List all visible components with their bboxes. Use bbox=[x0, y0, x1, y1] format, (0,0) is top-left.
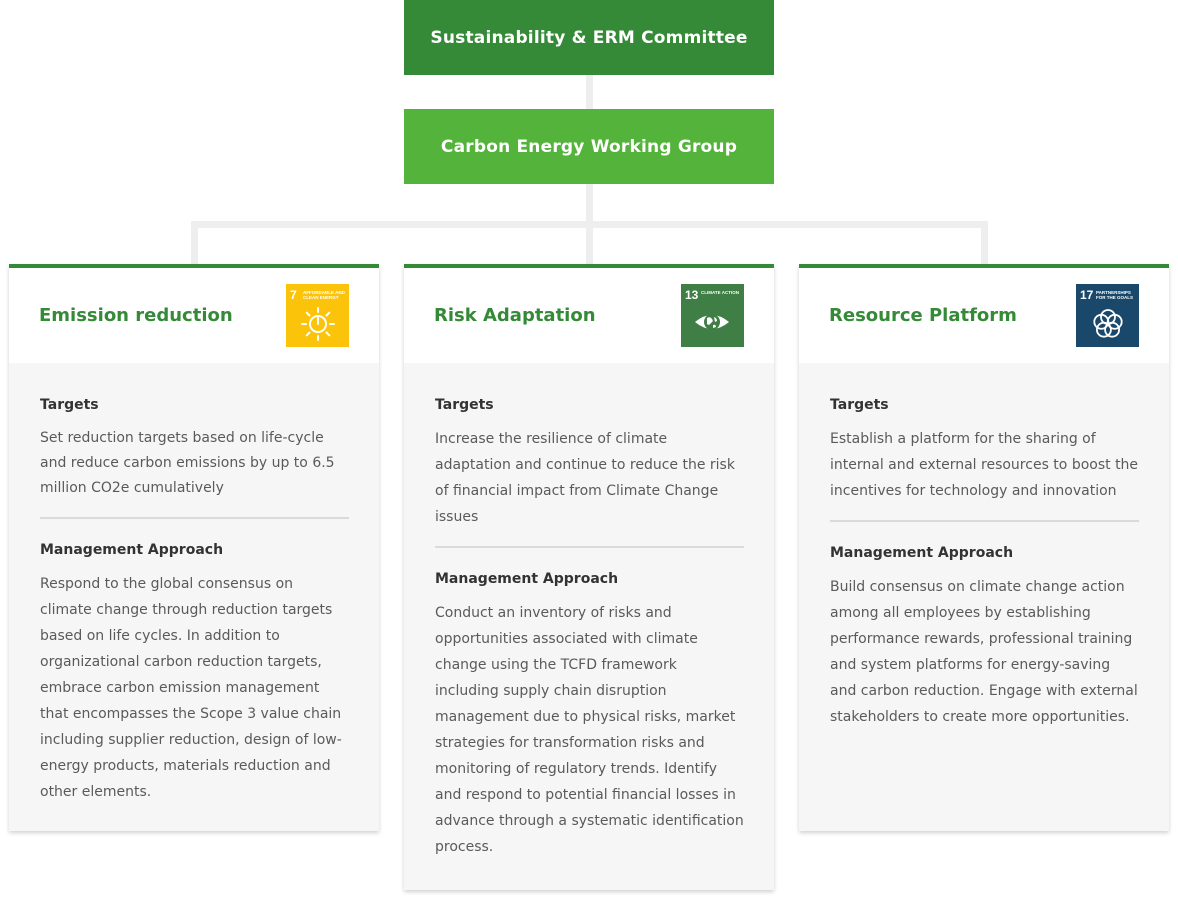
connector-right-drop bbox=[981, 221, 988, 264]
sdg-13-badge: 13 CLIMATE ACTION bbox=[681, 284, 744, 347]
sun-power-icon bbox=[301, 307, 335, 341]
divider bbox=[40, 517, 349, 519]
targets-text: Set reduction targets based on life-cycl… bbox=[40, 430, 335, 496]
card-title: Risk Adaptation bbox=[434, 305, 596, 326]
card-title: Resource Platform bbox=[829, 305, 1017, 326]
card-header: Emission reduction 7 AFFORDABLE AND CLEA… bbox=[9, 268, 379, 363]
sdg-7-badge: 7 AFFORDABLE AND CLEAN ENERGY bbox=[286, 284, 349, 347]
card-header: Resource Platform 17 PARTNERSHIPS FOR TH… bbox=[799, 268, 1169, 363]
targets-text: Establish a platform for the sharing of … bbox=[830, 431, 1139, 499]
sdg-number: 13 bbox=[685, 288, 699, 302]
card-risk-adaptation: Risk Adaptation 13 CLIMATE ACTION Target… bbox=[404, 264, 774, 890]
management-approach-text: Conduct an inventory of risks and opport… bbox=[435, 605, 744, 855]
management-approach-label: Management Approach bbox=[830, 545, 1014, 561]
rings-icon bbox=[1093, 309, 1123, 338]
sdg-text: PARTNERSHIPS FOR THE GOALS bbox=[1096, 290, 1133, 300]
management-approach-text: Respond to the global consensus on clima… bbox=[40, 576, 342, 800]
connector-top-mid bbox=[586, 75, 593, 109]
sdg-text: CLIMATE ACTION bbox=[701, 290, 739, 295]
management-approach-label: Management Approach bbox=[435, 571, 619, 587]
card-body: Targets Establish a platform for the sha… bbox=[799, 363, 1169, 758]
sdg-text: AFFORDABLE AND CLEAN ENERGY bbox=[303, 290, 345, 300]
sdg-number: 7 bbox=[290, 288, 297, 302]
mid-box-label: Carbon Energy Working Group bbox=[440, 136, 738, 157]
divider bbox=[830, 520, 1139, 522]
card-header: Risk Adaptation 13 CLIMATE ACTION bbox=[404, 268, 774, 363]
card-body: Targets Increase the resilience of clima… bbox=[404, 363, 774, 888]
top-box-label: Sustainability & ERM Committee bbox=[430, 27, 748, 48]
sustainability-erm-committee-box: Sustainability & ERM Committee bbox=[404, 0, 774, 75]
targets-label: Targets bbox=[830, 397, 889, 413]
targets-text: Increase the resilience of climate adapt… bbox=[435, 431, 735, 525]
targets-label: Targets bbox=[435, 397, 494, 413]
card-title: Emission reduction bbox=[39, 305, 233, 326]
card-resource-platform: Resource Platform 17 PARTNERSHIPS FOR TH… bbox=[799, 264, 1169, 831]
sdg-number: 17 bbox=[1080, 288, 1094, 302]
card-body: Targets Set reduction targets based on l… bbox=[9, 363, 379, 833]
sdg-17-badge: 17 PARTNERSHIPS FOR THE GOALS bbox=[1076, 284, 1139, 347]
eye-globe-icon bbox=[695, 314, 729, 330]
carbon-energy-working-group-box: Carbon Energy Working Group bbox=[404, 109, 774, 184]
divider bbox=[435, 546, 744, 548]
card-emission-reduction: Emission reduction 7 AFFORDABLE AND CLEA… bbox=[9, 264, 379, 831]
management-approach-label: Management Approach bbox=[40, 542, 224, 558]
connector-left-drop bbox=[191, 221, 198, 264]
management-approach-text: Build consensus on climate change action… bbox=[830, 579, 1138, 725]
connector-horizontal bbox=[191, 221, 988, 228]
targets-label: Targets bbox=[40, 397, 99, 413]
